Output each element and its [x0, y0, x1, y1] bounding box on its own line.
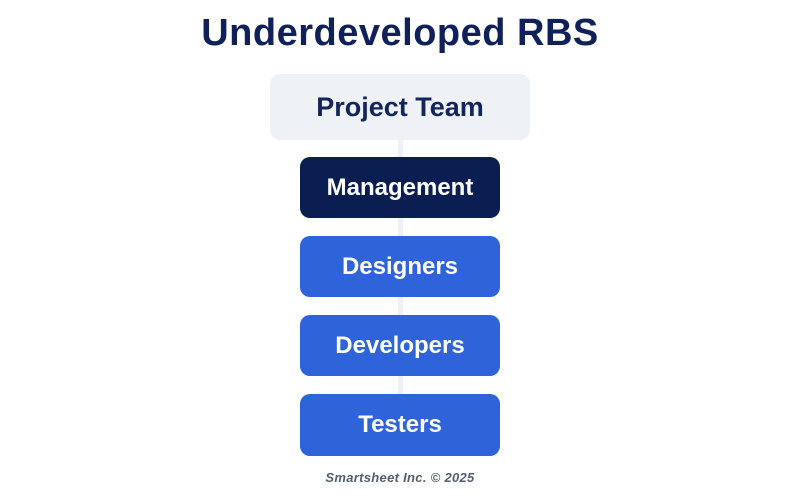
node-testers: Testers	[300, 394, 500, 456]
diagram-title: Underdeveloped RBS	[201, 12, 599, 54]
node-developers: Developers	[300, 315, 500, 376]
footer-copyright: Smartsheet Inc. © 2025	[325, 470, 475, 485]
connector-designers-developers	[398, 297, 403, 315]
connector-developers-testers	[398, 376, 403, 394]
node-designers: Designers	[300, 236, 500, 297]
node-management: Management	[300, 157, 500, 218]
connector-project-team-management	[398, 140, 403, 157]
connector-management-designers	[398, 218, 403, 236]
node-project-team: Project Team	[270, 74, 530, 140]
